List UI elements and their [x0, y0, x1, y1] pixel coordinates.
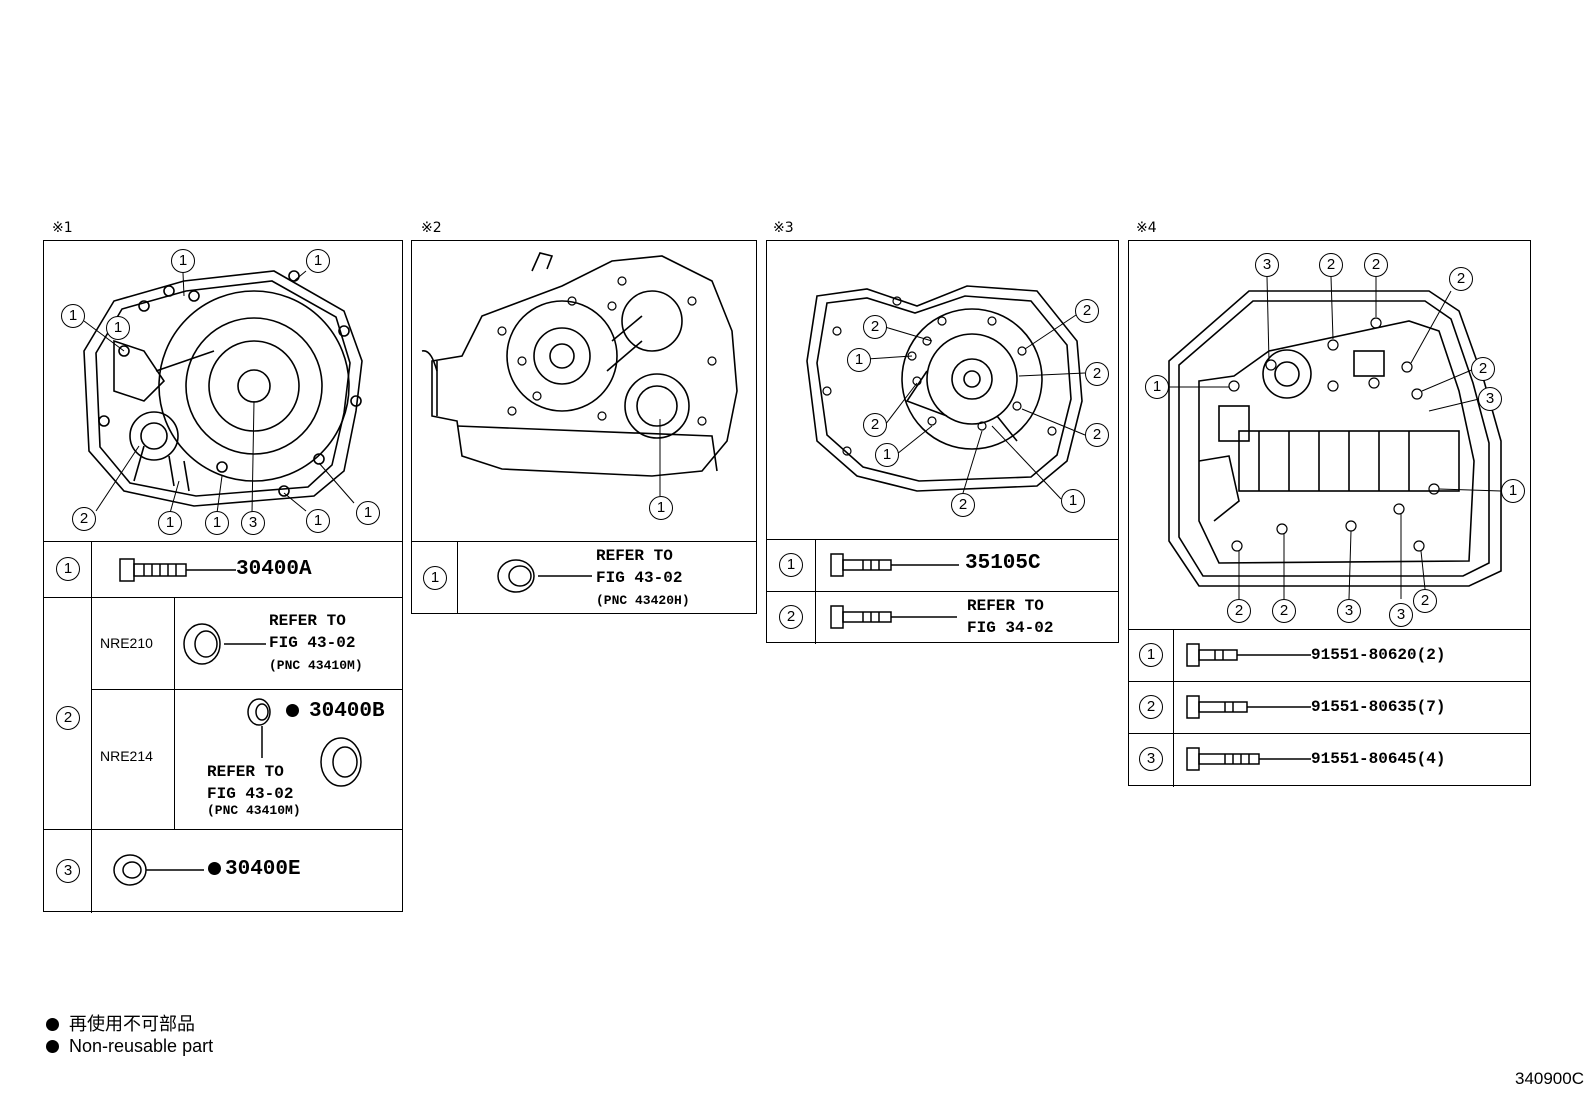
parts-row: 1 30400A	[44, 541, 402, 597]
row-number: 1	[423, 566, 447, 590]
callout: 2	[1319, 253, 1343, 277]
panel4-mark: ※4	[1136, 220, 1157, 236]
panel4-box: 3 2 2 2 1 2 3 1 2 2 3 3 2 1 91551-80620(…	[1128, 240, 1531, 787]
callout: 1	[306, 509, 330, 533]
oil-seal-icon	[183, 623, 362, 787]
part-number: 91551-80620(2)	[1311, 646, 1446, 664]
row-number: 3	[1139, 747, 1163, 771]
callout: 3	[1389, 603, 1413, 627]
bolt-icon	[119, 558, 236, 582]
non-reusable-dot	[46, 1018, 59, 1031]
callout: 2	[1272, 599, 1296, 623]
callout: 1	[356, 501, 380, 525]
row-number: 1	[779, 553, 803, 577]
non-reusable-dot	[46, 1040, 59, 1053]
callout: 1	[106, 316, 130, 340]
panel3-box: 2 2 1 2 2 2 1 2 1 1 35105C 2	[766, 240, 1119, 644]
row-number: 2	[56, 706, 80, 730]
bolt-icon	[1186, 695, 1311, 719]
refer-text: REFER TO FIG 43-02	[596, 547, 683, 587]
oil-seal-icon	[497, 559, 592, 593]
callout: 2	[1075, 299, 1099, 323]
bolt-icon	[830, 553, 959, 577]
row-number: 3	[56, 859, 80, 883]
transaxle-side-drawing	[421, 252, 738, 496]
legend-jp: 再使用不可部品	[46, 1010, 195, 1036]
parts-row: 2 REFER TO FIG 34-02	[767, 591, 1118, 644]
callout: 1	[1501, 479, 1525, 503]
callout: 1	[306, 249, 330, 273]
legend-en: Non-reusable part	[46, 1036, 213, 1057]
part-number: 30400A	[236, 558, 312, 581]
callout: 2	[1449, 267, 1473, 291]
callout: 1	[847, 348, 871, 372]
callout: 2	[1085, 423, 1109, 447]
figure-code: 340900C	[1514, 1069, 1584, 1088]
bolt-icon	[1186, 643, 1311, 667]
bolt-icon	[1186, 747, 1311, 771]
row-number: 1	[56, 557, 80, 581]
callout: 2	[1471, 357, 1495, 381]
callout: 2	[72, 507, 96, 531]
model-label: NRE210	[100, 635, 153, 651]
part-number: 91551-80645(4)	[1311, 750, 1446, 768]
pnc-text: (PNC 43420H)	[596, 593, 690, 608]
refer-text: REFER TO FIG 43-02	[207, 763, 294, 803]
callout: 2	[1227, 599, 1251, 623]
callout: 1	[649, 496, 673, 520]
callout: 1	[875, 443, 899, 467]
non-reusable-dot	[286, 704, 299, 717]
part-number: 35105C	[965, 552, 1041, 575]
part-number: 91551-80635(7)	[1311, 698, 1446, 716]
callout: 2	[1085, 362, 1109, 386]
valve-body-drawing	[1168, 276, 1502, 600]
callout: 3	[1478, 387, 1502, 411]
parts-row: 1 91551-80620(2)	[1129, 629, 1530, 681]
callout: 2	[863, 315, 887, 339]
row-number: 1	[1139, 643, 1163, 667]
transaxle-front-drawing	[83, 270, 363, 514]
callout: 1	[205, 511, 229, 535]
callout: 2	[1364, 253, 1388, 277]
panel2-mark: ※2	[421, 220, 442, 236]
row-number: 2	[1139, 695, 1163, 719]
parts-row: 2 NRE210 NRE214 REFER TO FIG 43-02 (PNC …	[44, 597, 402, 829]
refer-text: REFER TO FIG 34-02	[967, 597, 1054, 637]
bolt-icon	[830, 605, 957, 629]
model-label: NRE214	[100, 748, 153, 764]
panel1-box: 1 1 1 1 2 1 1 3 1 1 1 30400A 2 NRE210 NR…	[43, 240, 403, 913]
callout: 3	[241, 511, 265, 535]
callout: 1	[1061, 489, 1085, 513]
parts-row: 1 35105C	[767, 539, 1118, 591]
refer-text: REFER TO FIG 43-02	[269, 612, 356, 652]
part-number: 30400E	[208, 858, 301, 881]
panel2-box: 1 1 REFER TO FIG 43-02 (PNC 43420H)	[411, 240, 757, 614]
panel1-mark: ※1	[52, 220, 73, 236]
parts-row: 1 REFER TO FIG 43-02 (PNC 43420H)	[412, 541, 756, 613]
callout: 2	[863, 413, 887, 437]
pnc-text: (PNC 43410M)	[207, 803, 301, 818]
pnc-text: (PNC 43410M)	[269, 658, 363, 673]
callout: 1	[61, 304, 85, 328]
row-number: 2	[779, 605, 803, 629]
callout: 1	[1145, 375, 1169, 399]
callout: 2	[951, 493, 975, 517]
converter-housing-drawing	[806, 285, 1086, 500]
panel3-mark: ※3	[773, 220, 794, 236]
non-reusable-dot	[208, 862, 221, 875]
callout: 3	[1255, 253, 1279, 277]
callout: 1	[158, 511, 182, 535]
parts-row: 3 91551-80645(4)	[1129, 733, 1530, 787]
callout: 3	[1337, 599, 1361, 623]
callout: 2	[1413, 589, 1437, 613]
parts-row: 2 91551-80635(7)	[1129, 681, 1530, 733]
part-number: 30400B	[286, 700, 385, 723]
oil-seal-icon	[113, 854, 204, 886]
parts-row: 3 30400E	[44, 829, 402, 913]
callout: 1	[171, 249, 195, 273]
